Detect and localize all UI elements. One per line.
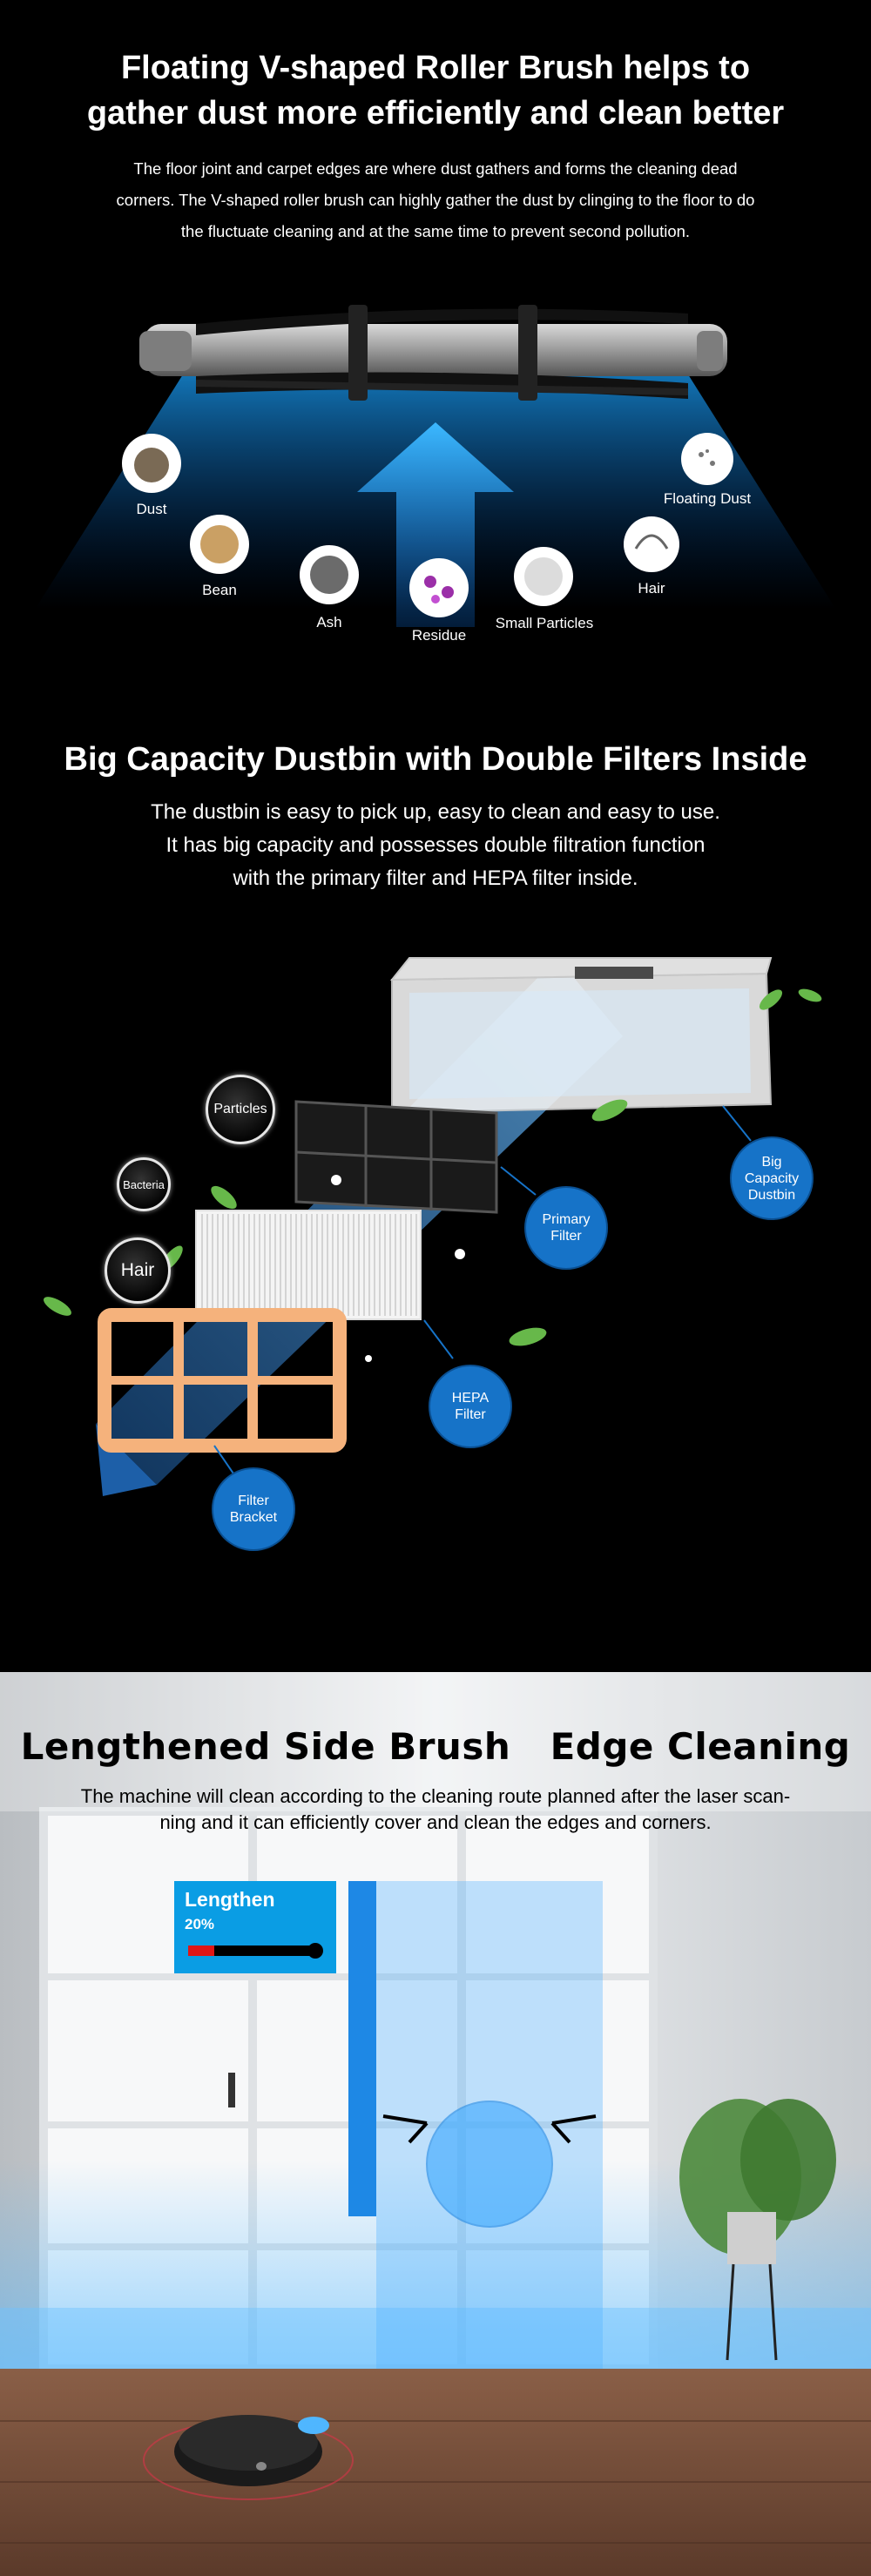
dustbin-desc-line-3: with the primary filter and HEPA filter …: [233, 867, 638, 890]
roller-title-line-1: Floating V-shaped Roller Brush helps to: [120, 50, 751, 86]
leaf-decoration: [44, 1297, 71, 1316]
callout-line: Filter: [455, 1407, 486, 1422]
bean-icon: [190, 515, 249, 574]
callout-line: Primary: [542, 1212, 591, 1227]
hair-label: Hair: [638, 580, 665, 597]
ash-label: Ash: [316, 614, 342, 631]
side-brush-coverage-circle: [426, 2101, 553, 2228]
callout-line: HEPA: [451, 1391, 490, 1406]
callout-line: Filter: [550, 1229, 582, 1244]
robot-vacuum-icon: [143, 2415, 354, 2500]
floating-dust-icon: [681, 433, 733, 485]
roller-desc-line-3: the fluctuate cleaning and at the same t…: [180, 222, 691, 240]
floating-dust-label: Floating Dust: [663, 490, 752, 507]
callout-line: Bracket: [229, 1510, 278, 1525]
roller-brush-illustration: [35, 305, 836, 627]
leaf-decoration: [759, 989, 783, 1010]
side-brush-icon: [382, 2114, 597, 2144]
hair-bubble: Hair: [105, 1237, 171, 1304]
leaf-decoration: [798, 988, 822, 1002]
leaf-decoration: [509, 1327, 547, 1346]
roller-core: [144, 324, 727, 376]
dustbin-description: The dustbin is easy to pick up, easy to …: [87, 796, 784, 895]
hepa-filter: [195, 1210, 422, 1320]
dustbin-desc-line-1: The dustbin is easy to pick up, easy to …: [151, 800, 720, 824]
lengthen-bar-fill: [188, 1945, 214, 1956]
side-brush-section: Lengthened Side Brush Edge Cleaning The …: [0, 1672, 871, 2576]
roller-desc-line-2: corners. The V-shaped roller brush can h…: [116, 191, 755, 209]
roller-desc-line-1: The floor joint and carpet edges are whe…: [133, 159, 738, 178]
wall-edge-bar: [348, 1881, 376, 2216]
bacteria-bubble: Bacteria: [117, 1157, 171, 1211]
leaf-decoration: [591, 1099, 628, 1122]
callout-line: Dustbin: [747, 1187, 796, 1203]
residue-icon: [409, 558, 469, 617]
primary-filter: [294, 1100, 498, 1214]
small-particles-label: Small Particles: [495, 615, 594, 631]
lengthen-badge: Lengthen 20%: [174, 1881, 336, 1973]
bristle-strip: [196, 308, 688, 335]
roller-title-line-2: gather dust more efficiently and clean b…: [86, 95, 785, 131]
filter-bracket: [98, 1308, 347, 1453]
dustbin-section: Big Capacity Dustbin with Double Filters…: [0, 697, 871, 1672]
lengthen-bar: [188, 1943, 323, 1959]
dustbin-title: Big Capacity Dustbin with Double Filters…: [64, 741, 807, 778]
side-brush-title: Lengthened Side Brush Edge Cleaning: [20, 1725, 851, 1768]
side-brush-desc-line-1: The machine will clean according to the …: [80, 1785, 791, 1807]
hair-icon: [624, 516, 679, 572]
roller-brush-title: Floating V-shaped Roller Brush helps to …: [0, 45, 871, 136]
dustbin-box: [389, 957, 773, 1115]
roller-brush-section: Floating V-shaped Roller Brush helps to …: [0, 0, 871, 697]
roller-description: The floor joint and carpet edges are whe…: [87, 153, 784, 247]
wood-floor: [0, 2369, 871, 2576]
lengthen-badge-value: 20%: [185, 1916, 215, 1932]
bean-label: Bean: [202, 582, 237, 598]
suction-arrow-icon: [357, 422, 514, 627]
dust-icon: [122, 434, 181, 493]
callout-line: Big: [761, 1154, 782, 1170]
dustbin-exploded-illustration: [44, 957, 822, 1496]
ash-icon: [300, 545, 359, 604]
particles-bubble: Particles: [206, 1075, 275, 1144]
residue-label: Residue: [411, 627, 467, 644]
side-brush-desc-line-2: ning and it can efficiently cover and cl…: [159, 1811, 712, 1833]
plant-decoration: [679, 2099, 836, 2361]
room-background: [0, 1672, 871, 2576]
dustbin-desc-line-2: It has big capacity and possesses double…: [165, 833, 706, 857]
callout-line: Capacity: [744, 1170, 800, 1186]
lengthen-badge-title: Lengthen: [185, 1888, 275, 1911]
leaf-decoration: [211, 1185, 237, 1210]
side-brush-description: The machine will clean according to the …: [47, 1784, 824, 1836]
dust-label: Dust: [136, 501, 167, 517]
callout-line: Filter: [238, 1494, 269, 1508]
small-particles-icon: [514, 547, 573, 606]
